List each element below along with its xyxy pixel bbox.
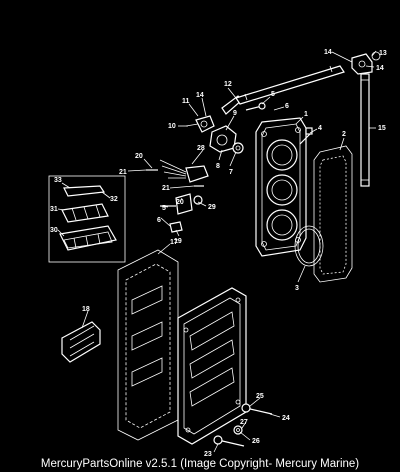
- callout-4[interactable]: 4: [318, 125, 322, 132]
- callout-7[interactable]: 7: [229, 169, 233, 176]
- callout-32[interactable]: 32: [110, 196, 118, 203]
- callout-28[interactable]: 28: [197, 145, 205, 152]
- bolt-part[interactable]: [299, 127, 313, 145]
- reed-valve-assembly-part[interactable]: [61, 321, 101, 363]
- fitting-part[interactable]: [185, 115, 215, 133]
- hose-part[interactable]: [221, 65, 345, 115]
- callout-5a[interactable]: 5: [271, 91, 275, 98]
- callout-27[interactable]: 27: [240, 419, 248, 426]
- intake-gasket-part[interactable]: [117, 249, 179, 441]
- o-ring-part[interactable]: [294, 225, 324, 267]
- callout-14b[interactable]: 14: [376, 65, 384, 72]
- callout-33[interactable]: 33: [54, 177, 62, 184]
- callout-24[interactable]: 24: [282, 415, 290, 422]
- intake-manifold-part[interactable]: [177, 287, 247, 445]
- callout-21b[interactable]: 21: [162, 185, 170, 192]
- callout-6b[interactable]: 6: [157, 217, 161, 224]
- callout-29[interactable]: 29: [208, 204, 216, 211]
- inset-box: [48, 175, 126, 263]
- callout-14a[interactable]: 14: [324, 49, 332, 56]
- reed-block-part[interactable]: [59, 225, 117, 251]
- reed-stop-part[interactable]: [63, 185, 106, 197]
- temperature-sensor-part[interactable]: [146, 159, 209, 183]
- callout-18[interactable]: 18: [82, 306, 90, 313]
- callout-2[interactable]: 2: [342, 131, 346, 138]
- callout-8[interactable]: 8: [216, 163, 220, 170]
- callout-10[interactable]: 10: [168, 123, 176, 130]
- thermostat-cover-part[interactable]: [209, 125, 237, 153]
- callout-numbers: 1 2 3 4 5 6 7 8 9 10 11 12 13 14 14 14 1…: [50, 49, 387, 458]
- callout-19[interactable]: 19: [174, 238, 182, 245]
- callout-15[interactable]: 15: [378, 125, 386, 132]
- washer-part[interactable]: [232, 142, 244, 154]
- callout-31[interactable]: 31: [50, 206, 58, 213]
- callout-1[interactable]: 1: [304, 111, 308, 118]
- callout-26[interactable]: 26: [252, 438, 260, 445]
- copyright-caption: MercuryPartsOnline v2.5.1 (Image Copyrig…: [40, 458, 360, 470]
- bypass-tube-part[interactable]: [360, 73, 370, 187]
- callout-23[interactable]: 23: [204, 451, 212, 458]
- callout-30[interactable]: 30: [50, 227, 58, 234]
- head-gasket-part[interactable]: [313, 145, 353, 283]
- callout-21a[interactable]: 21: [119, 169, 127, 176]
- callout-14c[interactable]: 14: [196, 92, 204, 99]
- callout-3[interactable]: 3: [295, 285, 299, 292]
- reed-petals-part[interactable]: [61, 203, 109, 223]
- callout-20a[interactable]: 20: [135, 153, 143, 160]
- leader-lines: [57, 50, 377, 453]
- callout-9[interactable]: 9: [233, 110, 237, 117]
- cylinder-head-part[interactable]: [255, 117, 307, 257]
- callout-11[interactable]: 11: [182, 98, 190, 105]
- callout-17[interactable]: 17: [170, 239, 178, 246]
- callout-25[interactable]: 25: [256, 393, 264, 400]
- manifold-screw-part[interactable]: [213, 435, 245, 447]
- callout-5b[interactable]: 5: [162, 205, 166, 212]
- callout-13[interactable]: 13: [379, 50, 387, 57]
- callout-6a[interactable]: 6: [285, 103, 289, 110]
- callout-12[interactable]: 12: [224, 81, 232, 88]
- manifold-bolt-part[interactable]: [241, 403, 273, 415]
- screw-washer-part[interactable]: [245, 102, 266, 111]
- sensor-bracket-part[interactable]: [160, 185, 204, 233]
- callout-20b[interactable]: 20: [176, 199, 184, 206]
